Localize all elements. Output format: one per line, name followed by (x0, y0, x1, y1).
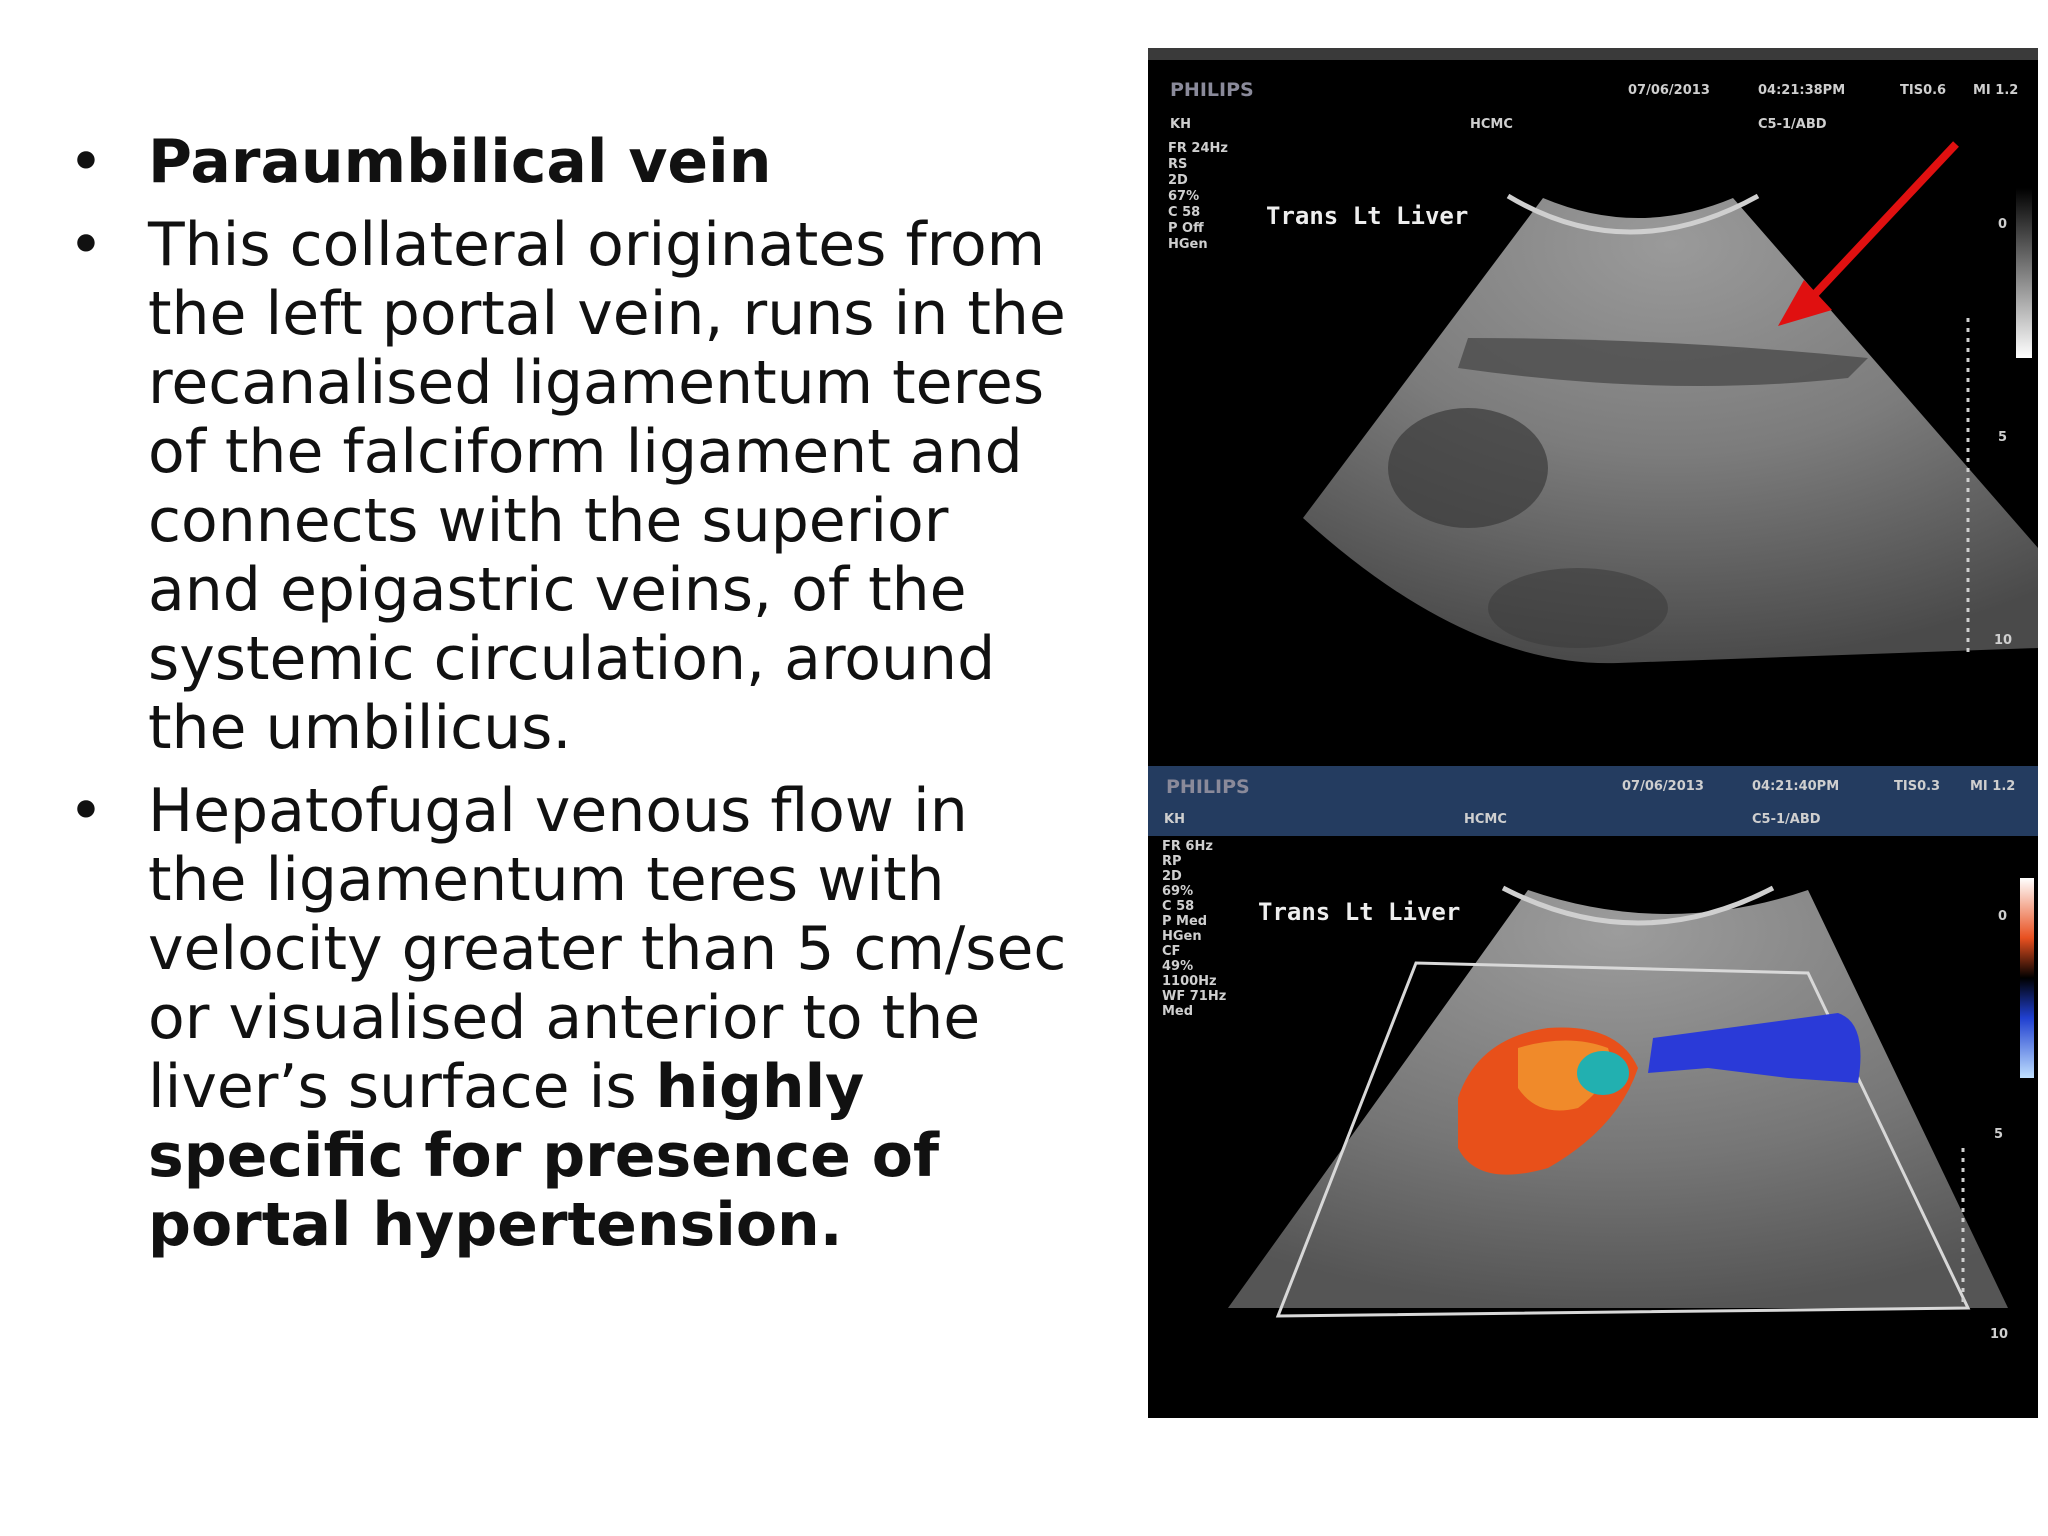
bottom-depth-10: 10 (1990, 1327, 2008, 1342)
color-box (1275, 961, 1971, 1318)
top-depth-0: 0 (1998, 217, 2007, 232)
top-probe-arc (1506, 193, 1760, 235)
bottom-tis: TIS0.3 (1894, 779, 1940, 794)
bullet-item: • Hepatofugal venous flow in the ligament… (66, 777, 1076, 1260)
scan-param: FR 6Hz (1162, 839, 1213, 854)
bullet-list: • Paraumbilical vein • This collateral orig… (66, 128, 1076, 1274)
scan-param: RS (1168, 157, 1187, 172)
bullet-text: This collateral originates from the left… (148, 210, 1066, 763)
ultrasound-svg: PHILIPS 07/06/2013 04:21:38PM TIS0.6 MI … (1148, 48, 2038, 1342)
bottom-view-label: Trans Lt Liver (1258, 898, 1460, 926)
doppler-color-bar (2020, 878, 2034, 1078)
bullet-dot-icon: • (68, 210, 104, 280)
scan-param: FR 24Hz (1168, 141, 1228, 156)
top-depth-10: 10 (1994, 633, 2012, 648)
bottom-probe-arc (1501, 885, 1775, 926)
bottom-time: 04:21:40PM (1752, 779, 1839, 794)
scan-param: 2D (1168, 173, 1188, 188)
scan-param: CF (1162, 944, 1180, 959)
scan-param: HGen (1168, 237, 1208, 252)
bullet-text: highly specific for presence of portal h… (148, 1052, 940, 1260)
red-arrow-shaft (1797, 141, 1959, 313)
scan-param: 1100Hz (1162, 974, 1217, 989)
top-view-label: Trans Lt Liver (1266, 202, 1468, 230)
doppler-blue-flow (1648, 1013, 1861, 1083)
doppler-aliasing (1577, 1051, 1629, 1095)
top-site: HCMC (1470, 117, 1513, 132)
bottom-depth-5: 5 (1994, 1127, 2003, 1142)
scan-param: HGen (1162, 929, 1202, 944)
scan-param: P Off (1168, 221, 1204, 236)
scan-param: Med (1162, 1004, 1193, 1019)
top-tis: TIS0.6 (1900, 83, 1946, 98)
scan-param: 69% (1162, 884, 1193, 899)
bottom-mi: MI 1.2 (1970, 779, 2015, 794)
scan-param: WF 71Hz (1162, 989, 1226, 1004)
bullet-item: • This collateral originates from the lef… (66, 211, 1076, 763)
bottom-probe: C5-1/ABD (1752, 812, 1821, 827)
top-depth-5: 5 (1998, 430, 2007, 445)
bottom-user: KH (1164, 812, 1185, 827)
bottom-header-band (1148, 766, 2038, 836)
scan-param: C 58 (1168, 205, 1200, 220)
scan-param: RP (1162, 854, 1182, 869)
bottom-site: HCMC (1464, 812, 1507, 827)
top-vessel (1458, 338, 1868, 386)
scan-param: 67% (1168, 189, 1199, 204)
top-time: 04:21:38PM (1758, 83, 1845, 98)
scan-param: C 58 (1162, 899, 1194, 914)
red-arrow-head-icon (1778, 280, 1832, 326)
top-date: 07/06/2013 (1628, 83, 1710, 98)
bottom-brand: PHILIPS (1166, 776, 1250, 798)
scan-param: P Med (1162, 914, 1207, 929)
top-scan-sector (1303, 198, 2038, 664)
bullet-dot-icon: • (68, 776, 104, 846)
top-probe: C5-1/ABD (1758, 117, 1827, 132)
ultrasound-figure: PHILIPS 07/06/2013 04:21:38PM TIS0.6 MI … (1148, 48, 2038, 1418)
scan-param: 2D (1162, 869, 1182, 884)
scan-param: 49% (1162, 959, 1193, 974)
bottom-depth-0: 0 (1998, 909, 2007, 924)
bottom-date: 07/06/2013 (1622, 779, 1704, 794)
bullet-text: Paraumbilical vein (148, 127, 772, 197)
top-user: KH (1170, 117, 1191, 132)
bullet-dot-icon: • (68, 127, 104, 197)
bullet-item: • Paraumbilical vein (66, 128, 1076, 197)
top-brand: PHILIPS (1170, 79, 1254, 101)
top-gray-bar (2016, 188, 2032, 358)
top-mi: MI 1.2 (1973, 83, 2018, 98)
bullet-text: Hepatofugal venous flow in the ligamentu… (148, 776, 1067, 1122)
